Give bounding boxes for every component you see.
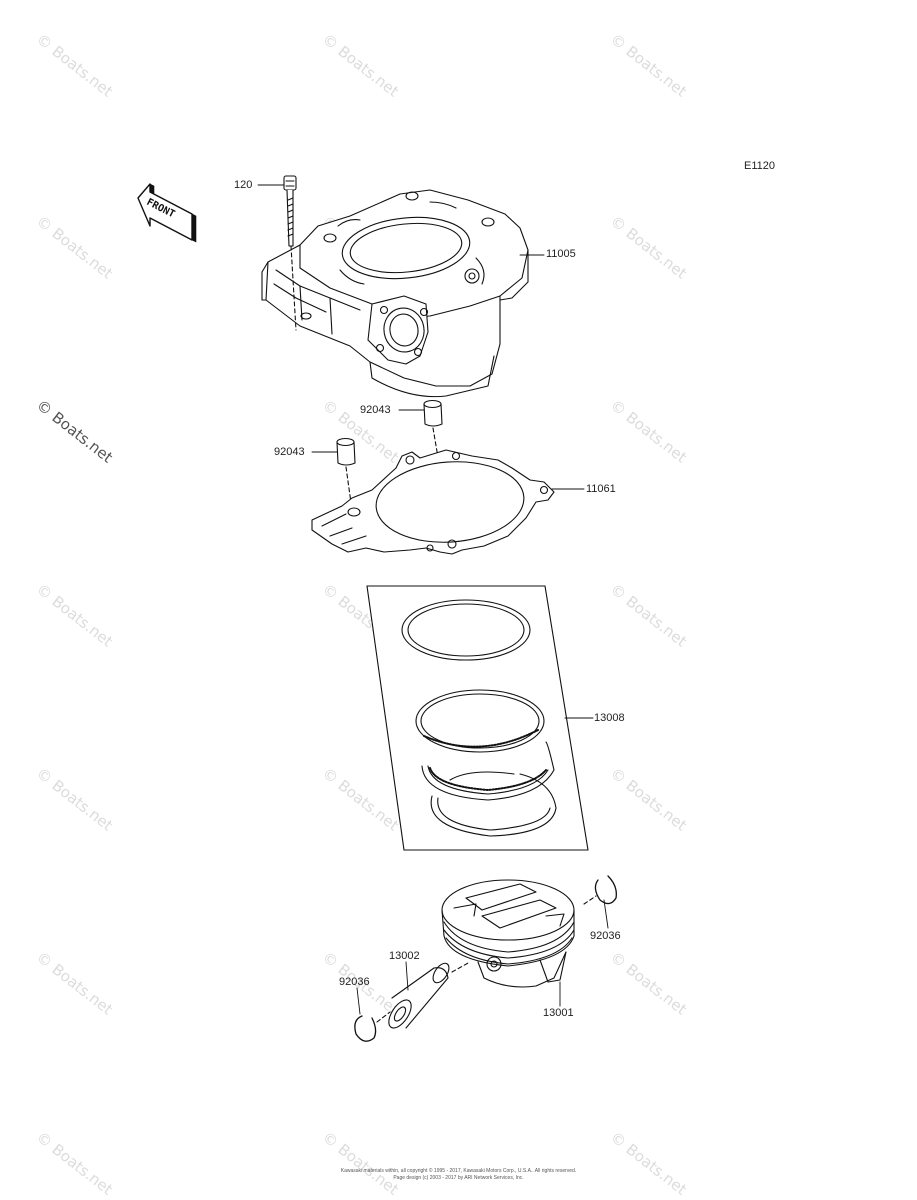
part-number-92043-lower[interactable]: 92043 — [274, 446, 305, 458]
part-number-13008[interactable]: 13008 — [594, 712, 625, 724]
part-number-11005[interactable]: 11005 — [546, 248, 576, 260]
cylinder-part — [261, 189, 529, 398]
dowel-lower-part — [336, 437, 356, 511]
copyright-line-1: Kawasaki materials within, all copyright… — [340, 1168, 577, 1174]
part-number-92036-left[interactable]: 92036 — [339, 976, 370, 988]
bolt-part — [283, 175, 297, 331]
diagram-code: E1120 — [744, 160, 775, 172]
part-number-13002[interactable]: 13002 — [389, 950, 420, 962]
piston-pin-part — [388, 962, 450, 1029]
copyright-line-2: Page design (c) 2003 - 2017 by ARI Netwo… — [393, 1175, 524, 1181]
gasket-part — [311, 449, 555, 555]
part-number-13001[interactable]: 13001 — [543, 1007, 574, 1019]
front-arrow-icon: FRONT — [137, 183, 197, 243]
part-number-120[interactable]: 120 — [234, 179, 253, 191]
part-number-11061[interactable]: 11061 — [586, 483, 616, 495]
leader-lines — [257, 184, 609, 1015]
ring-set-part — [366, 585, 589, 851]
circlip-right-part — [583, 875, 617, 905]
circlip-left-part — [354, 1011, 391, 1042]
part-number-92043-upper[interactable]: 92043 — [360, 404, 391, 416]
piston-part — [441, 879, 575, 988]
part-number-92036-right[interactable]: 92036 — [590, 930, 621, 942]
